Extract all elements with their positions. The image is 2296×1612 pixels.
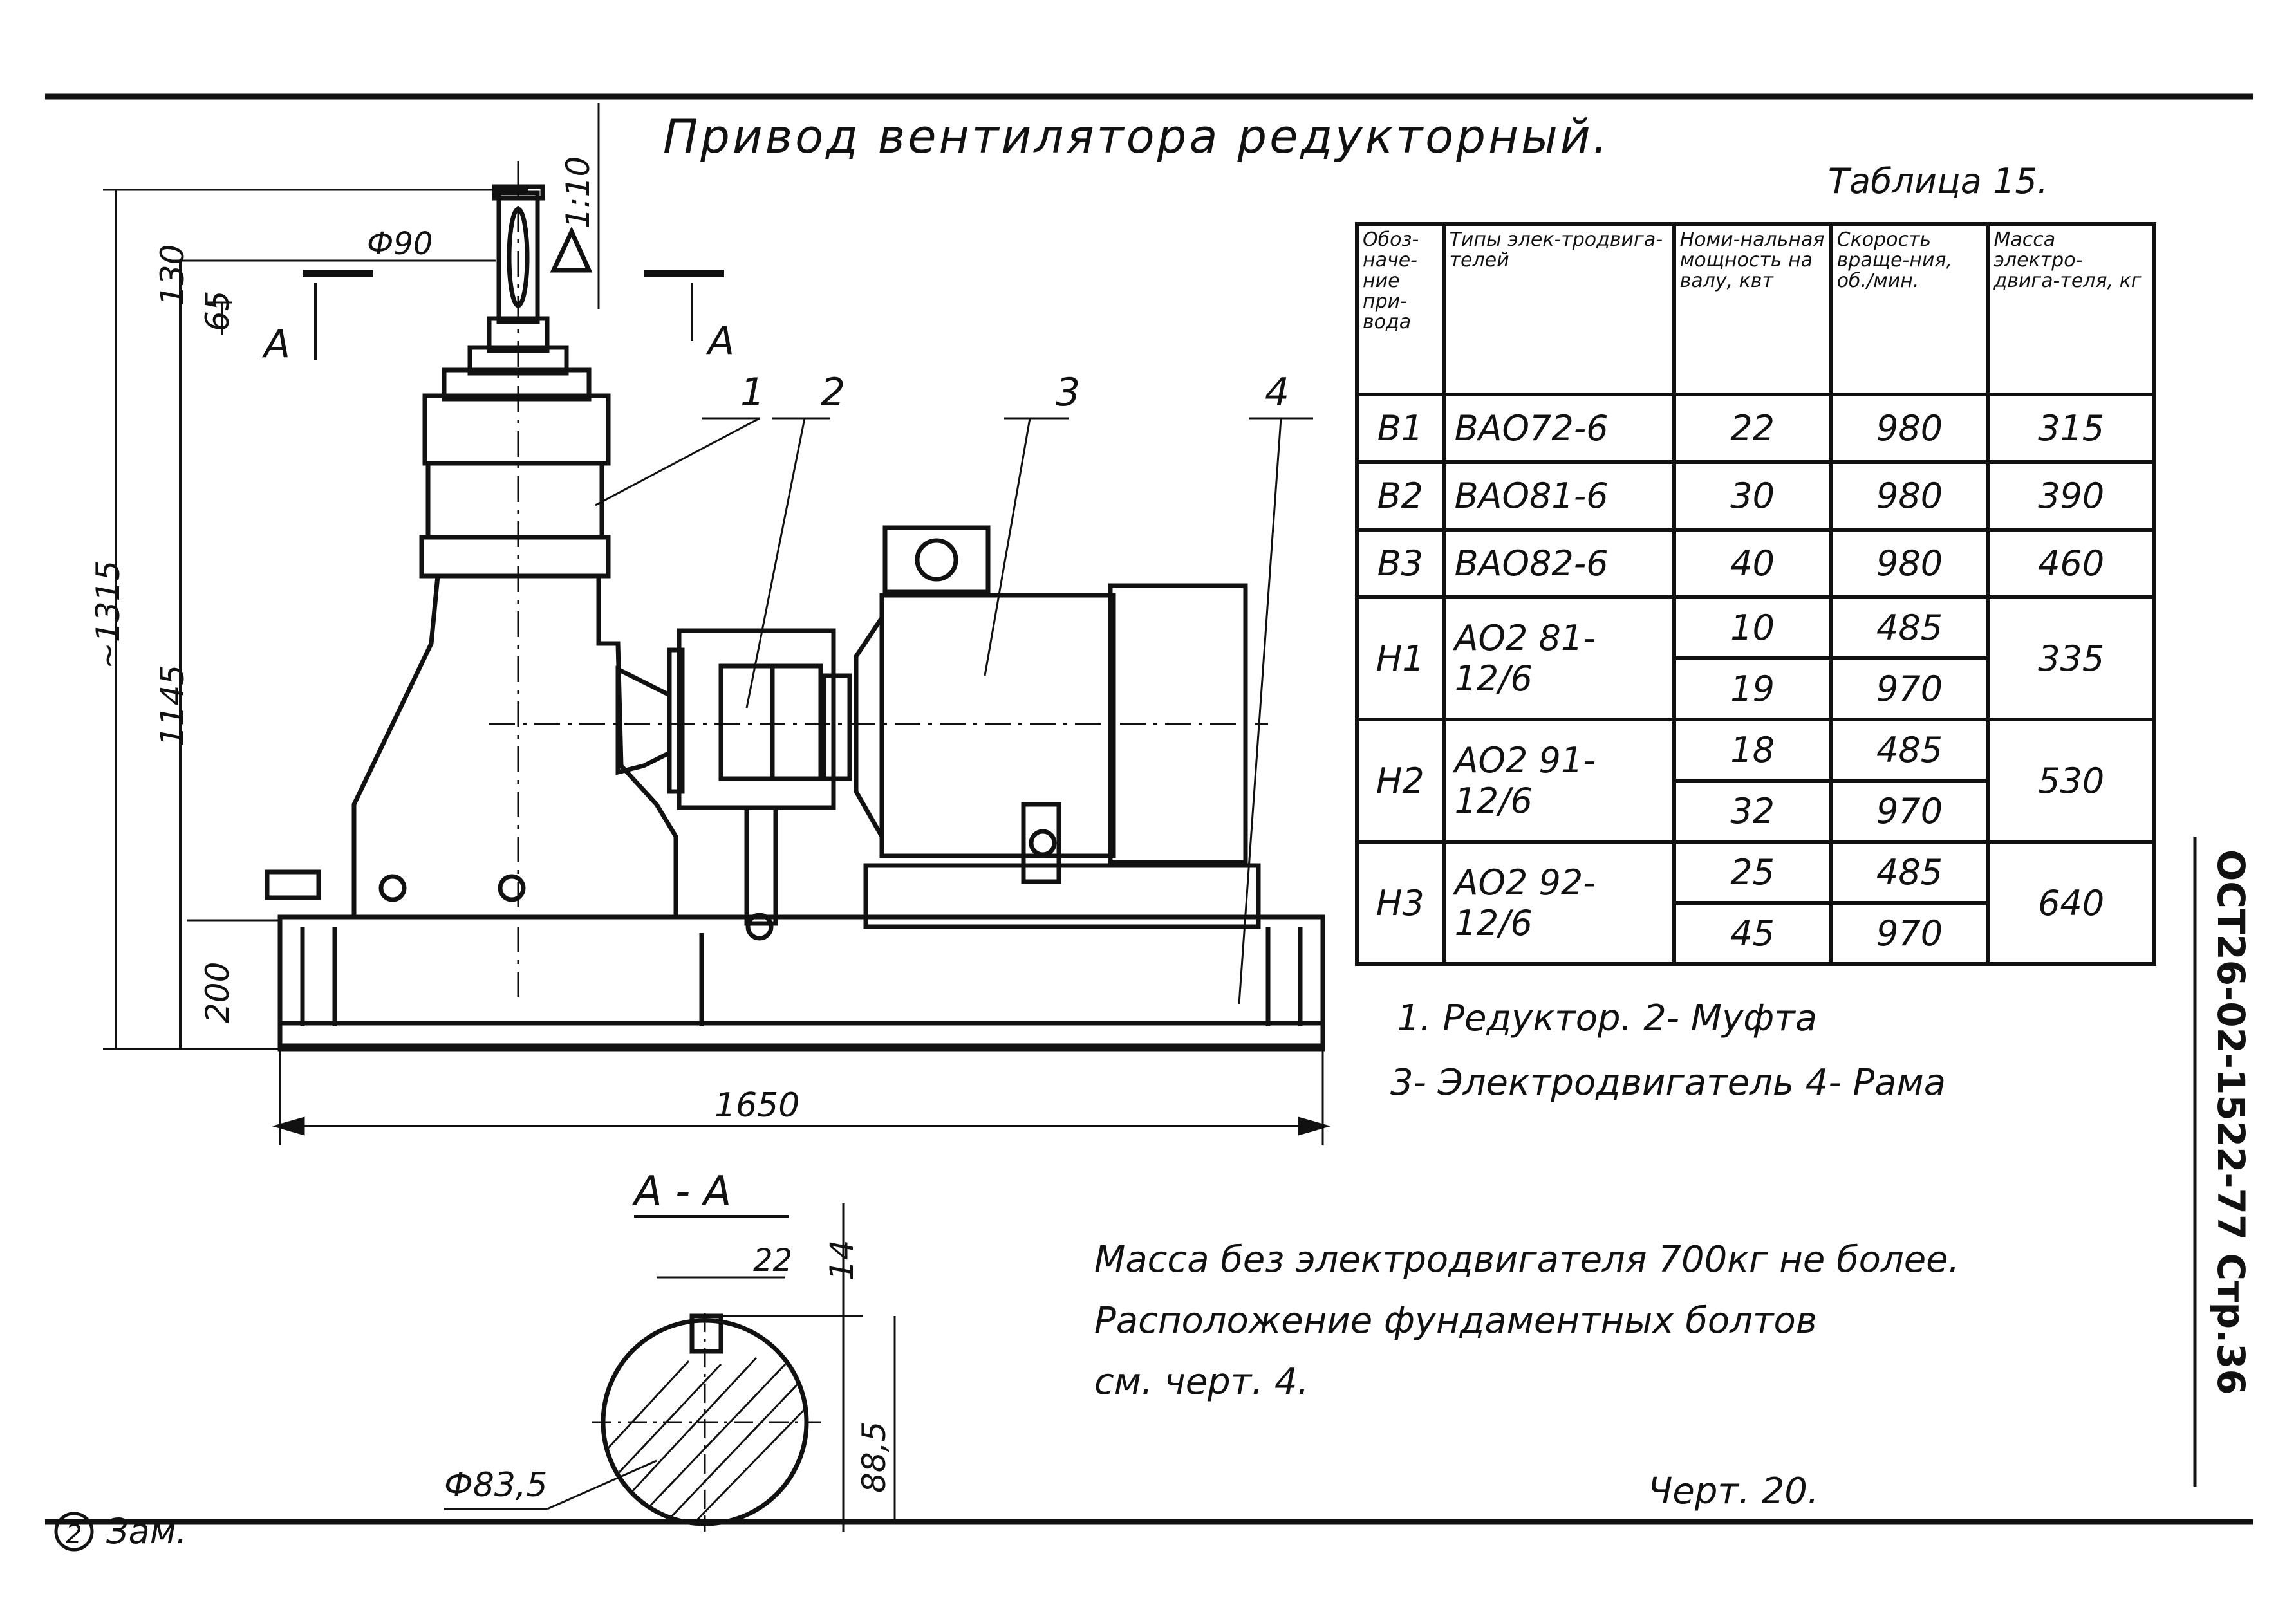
cell-power: 22 bbox=[1672, 393, 1833, 464]
part-number-4: 4 bbox=[1265, 370, 1289, 415]
cell-power: 45 bbox=[1672, 901, 1833, 966]
cell-power: 19 bbox=[1672, 656, 1833, 721]
dim-88: 88,5 bbox=[855, 1422, 893, 1493]
cell-motor: ВАО81-6 bbox=[1441, 460, 1676, 532]
cell-drive: Н2 bbox=[1355, 718, 1446, 844]
cell-speed: 980 bbox=[1829, 393, 1990, 464]
cell-motor: АО2 81-12/6 bbox=[1441, 595, 1676, 721]
table-row: Н2 АО2 91-12/6 18 485 530 bbox=[1355, 718, 2156, 844]
note-line-3: см. черт. 4. bbox=[1094, 1361, 1309, 1403]
cell-motor: ВАО72-6 bbox=[1441, 393, 1676, 464]
table-row: 19 970 bbox=[1357, 656, 2154, 721]
table-row: Н1 АО2 81-12/6 10 485 335 bbox=[1355, 595, 2156, 721]
cell-speed: 970 bbox=[1829, 901, 1990, 966]
cell-speed: 980 bbox=[1829, 528, 1990, 599]
cell-drive: Н1 bbox=[1355, 595, 1446, 721]
table-header-row: Обоз-наче-ние при-вода Типы элек-тродвиг… bbox=[1355, 222, 2156, 396]
part-number-2: 2 bbox=[821, 370, 845, 415]
cell-drive: В2 bbox=[1355, 460, 1446, 532]
cell-drive: Н3 bbox=[1355, 840, 1446, 966]
header-power: Номи-нальная мощность на валу, квт bbox=[1672, 222, 1833, 396]
note-line-1: Масса без электродвигателя 700кг не боле… bbox=[1094, 1239, 1960, 1281]
cell-drive: В3 bbox=[1355, 528, 1446, 599]
table-row: В3 ВАО82-6 40 980 460 bbox=[1355, 528, 2156, 599]
header-drive: Обоз-наче-ние при-вода bbox=[1355, 222, 1446, 396]
revision-label: Зам. bbox=[106, 1511, 187, 1552]
table-row: Н3 АО2 92-12/6 25 485 640 bbox=[1355, 840, 2156, 966]
cell-power: 40 bbox=[1672, 528, 1833, 599]
note-line-2: Расположение фундаментных болтов bbox=[1094, 1300, 1817, 1342]
cell-speed: 485 bbox=[1829, 718, 1990, 783]
cell-speed: 980 bbox=[1829, 460, 1990, 532]
table-row: В2 ВАО81-6 30 980 390 bbox=[1355, 460, 2156, 532]
specification-table: Обоз-наче-ние при-вода Типы элек-тродвиг… bbox=[1355, 222, 2156, 966]
dim-d90: Ф90 bbox=[367, 226, 433, 262]
dim-65: 65 bbox=[199, 290, 236, 331]
table-row: В1 ВАО72-6 22 980 315 bbox=[1355, 393, 2156, 464]
cell-mass: 315 bbox=[1986, 393, 2156, 464]
cell-mass: 335 bbox=[1986, 595, 2156, 721]
dim-130: 130 bbox=[154, 245, 191, 306]
section-mark-left: А bbox=[261, 322, 290, 367]
cell-power: 30 bbox=[1672, 460, 1833, 532]
drawing-number: Черт. 20. bbox=[1648, 1470, 1819, 1512]
taper-ratio: 1:10 bbox=[559, 156, 597, 228]
dim-key22: 22 bbox=[753, 1243, 792, 1279]
cell-mass: 460 bbox=[1986, 528, 2156, 599]
table-caption: Таблица 15. bbox=[1828, 161, 2048, 201]
cell-motor: АО2 91-12/6 bbox=[1441, 718, 1676, 844]
cell-power: 25 bbox=[1672, 840, 1833, 905]
cell-speed: 970 bbox=[1829, 656, 1990, 721]
drawing-title: Привод вентилятора редукторный. bbox=[663, 109, 1610, 163]
header-speed: Скорость враще-ния, об./мин. bbox=[1829, 222, 1990, 396]
cell-speed: 485 bbox=[1829, 595, 1990, 660]
cell-power: 18 bbox=[1672, 718, 1833, 783]
dim-1650: 1650 bbox=[714, 1086, 799, 1125]
cell-mass: 530 bbox=[1986, 718, 2156, 844]
dim-d83: Ф83,5 bbox=[444, 1466, 548, 1505]
cell-power: 32 bbox=[1672, 779, 1833, 844]
revision-number: 2 bbox=[66, 1520, 82, 1550]
legend-line-1: 1. Редуктор. 2- Муфта bbox=[1397, 997, 1818, 1039]
dim-key14: 14 bbox=[823, 1239, 861, 1281]
dim-200: 200 bbox=[199, 962, 236, 1023]
legend-line-2: 3- Электродвигатель 4- Рама bbox=[1390, 1062, 1946, 1104]
table-row: 32 970 bbox=[1357, 779, 2154, 844]
part-number-1: 1 bbox=[740, 370, 765, 415]
cell-speed: 485 bbox=[1829, 840, 1990, 905]
cell-mass: 640 bbox=[1986, 840, 2156, 966]
table-row: 45 970 bbox=[1357, 901, 2154, 966]
part-number-3: 3 bbox=[1056, 370, 1080, 415]
document-code: ОСТ26-02-1522-77 Стр.36 bbox=[2209, 849, 2253, 1395]
header-mass: Масса электро-двига-теля, кг bbox=[1986, 222, 2156, 396]
cell-speed: 970 bbox=[1829, 779, 1990, 844]
section-label: А - А bbox=[634, 1168, 732, 1216]
section-mark-right: А bbox=[705, 319, 734, 364]
dim-1145: 1145 bbox=[154, 665, 191, 746]
dim-1315: ~1315 bbox=[89, 560, 127, 669]
cell-motor: АО2 92-12/6 bbox=[1441, 840, 1676, 966]
cell-power: 10 bbox=[1672, 595, 1833, 660]
cell-drive: В1 bbox=[1355, 393, 1446, 464]
cell-mass: 390 bbox=[1986, 460, 2156, 532]
cell-motor: ВАО82-6 bbox=[1441, 528, 1676, 599]
header-motor: Типы элек-тродвига-телей bbox=[1441, 222, 1676, 396]
